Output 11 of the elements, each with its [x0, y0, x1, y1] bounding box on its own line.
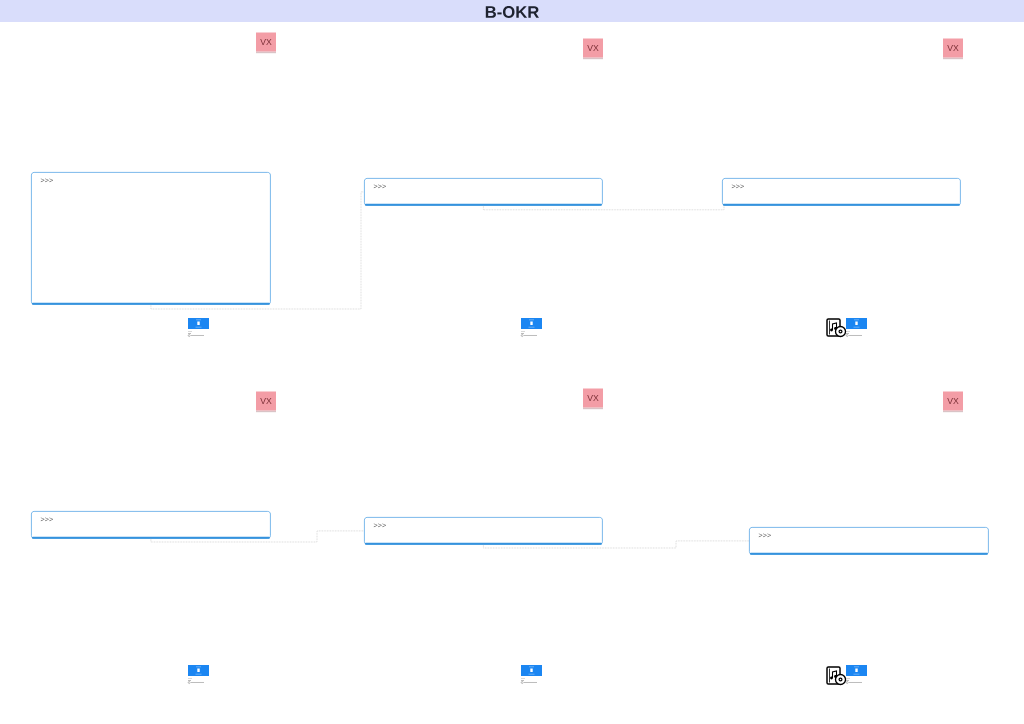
sticky-note: VX [256, 32, 276, 54]
connector-line [483, 540, 750, 549]
sticky-note: VX [943, 38, 963, 60]
sticky-note: VX [583, 388, 603, 410]
connector-line [483, 205, 725, 211]
sticky-note: VX [256, 391, 276, 413]
connector-line [150, 530, 365, 543]
title: B-OKR [0, 0, 1024, 22]
connector-line [150, 191, 365, 310]
sticky-note: VX [943, 391, 963, 413]
sticky-note: VX [583, 38, 603, 60]
